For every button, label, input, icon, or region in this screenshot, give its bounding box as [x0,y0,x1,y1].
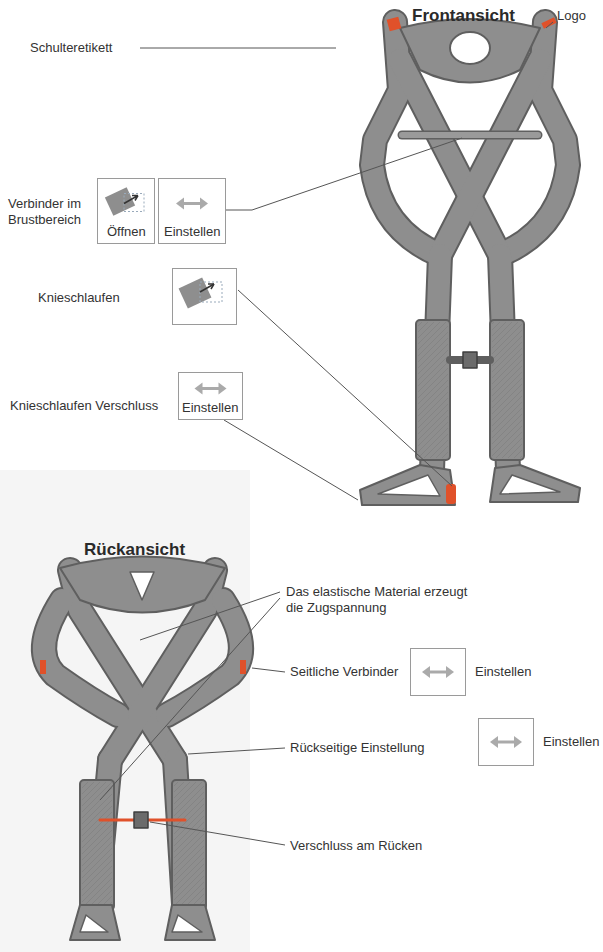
part-label: Knieschlaufen [38,290,120,306]
icon-box: Einstellen [178,372,243,420]
leader-lines [100,22,553,845]
note-label: Das elastische Material erzeugt die Zugs… [286,584,476,615]
icon-box: Einstellen [478,718,534,766]
open-icon-box [173,269,237,325]
part-label: Knieschlaufen Verschluss [10,398,158,414]
part-label: Rückseitige Einstellung [290,740,424,756]
action-label: Einstellen [182,401,238,416]
adjust-arrow-icon [479,719,533,765]
adjust-arrow-icon [411,649,465,695]
logo-label: Logo [557,8,586,24]
icon-box: Einstellen [410,648,466,696]
part-label: Verschluss am Rücken [290,838,422,854]
action-label: Öffnen [107,225,146,240]
action-label: Einstellen [475,665,531,680]
view-heading: Rückansicht [84,540,185,560]
action-label: Einstellen [164,225,220,240]
view-heading: Frontansicht [412,6,515,26]
background-panel [0,470,250,952]
part-label: Verbinder im Brustbereich [8,196,96,227]
part-label: Seitliche Verbinder [290,664,398,680]
icon-box: Öffnen [97,178,155,244]
action-label: Einstellen [543,735,599,750]
part-label: Schulteretikett [30,40,112,56]
icon-box: Einstellen [158,178,226,244]
